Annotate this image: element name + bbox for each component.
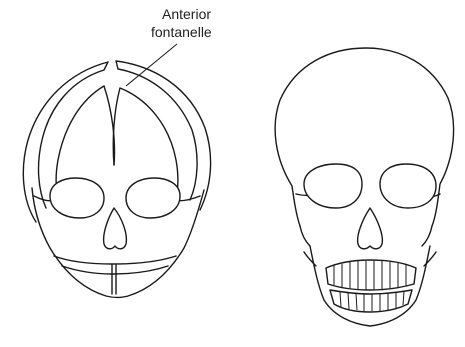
adult-nasal-cavity [358,208,383,249]
infant-mandible [54,256,176,294]
adult-lower-teeth [330,290,412,312]
infant-skull [23,61,210,298]
infant-right-eye-socket [126,178,180,218]
adult-right-eye-socket [380,164,436,208]
infant-nasal-cavity [104,208,127,249]
adult-skull [275,48,453,326]
infant-left-eye-socket [50,178,104,218]
adult-left-eye-socket [304,164,362,208]
adult-upper-teeth [326,260,416,290]
